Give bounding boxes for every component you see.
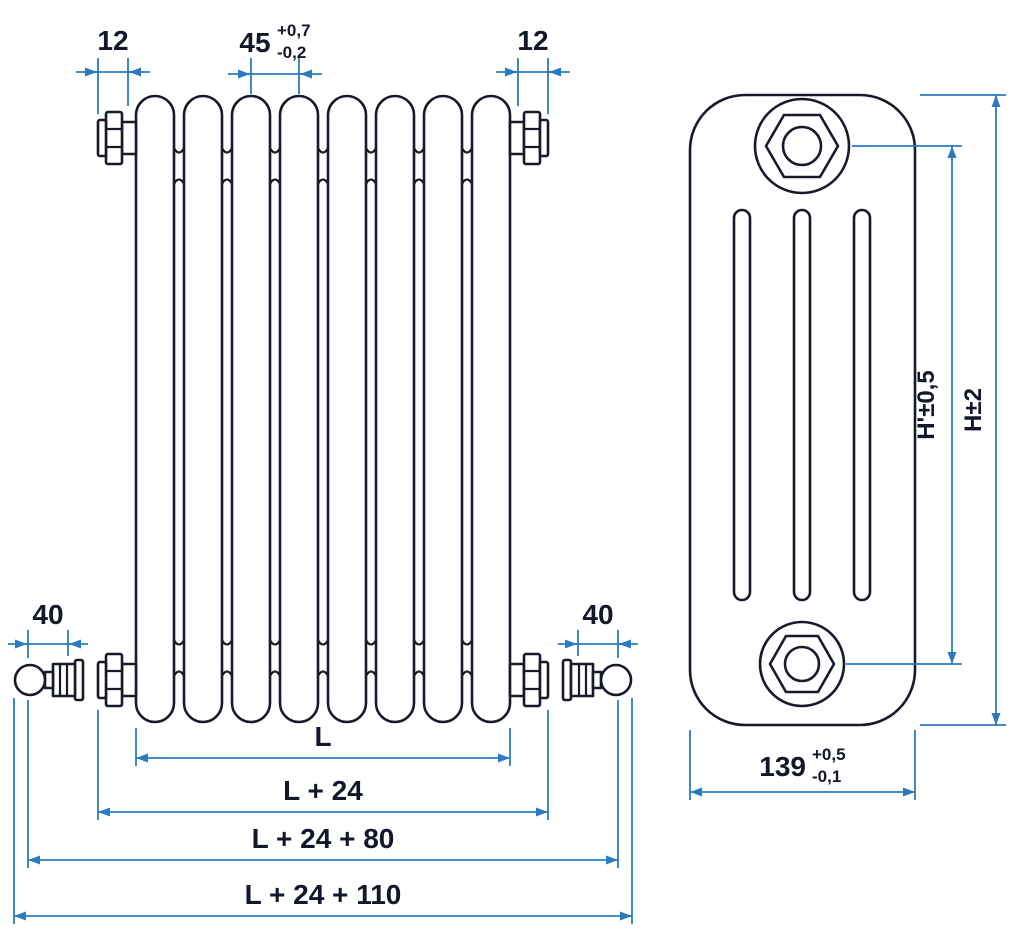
- bushing-hex: [104, 652, 124, 708]
- valve-body: [51, 662, 77, 698]
- dim-depth: 139 +0,5 -0,1: [689, 730, 916, 800]
- side-view: H'±0,5 H±2 139 +0,5 -0,1: [688, 93, 1006, 800]
- side-top-plug: [753, 97, 851, 195]
- radiator-column: [230, 94, 272, 724]
- dim-plug-right: 12: [496, 25, 570, 114]
- dim-label: 40: [582, 599, 613, 630]
- plug-neck: [120, 120, 138, 156]
- bushing-neck: [120, 662, 138, 698]
- radiator-column: [422, 94, 464, 724]
- extension-lines: [97, 710, 549, 820]
- top-plug-right: [508, 110, 550, 166]
- dim-label: H±2: [960, 388, 987, 432]
- valve-right: [561, 658, 633, 702]
- extension-lines: [13, 698, 633, 924]
- dim-length: L: [135, 721, 511, 766]
- dim-label: 139: [759, 751, 806, 782]
- bushing-cap: [538, 660, 550, 700]
- dim-length-plugs: L + 24: [97, 710, 549, 820]
- dim-tolerance-plus: +0,7: [277, 21, 311, 40]
- bushing-hex: [522, 652, 542, 708]
- dim-label: L + 24: [283, 775, 363, 806]
- side-slot: [732, 208, 752, 602]
- radiator-column: [326, 94, 368, 724]
- plug-bore: [783, 645, 821, 683]
- extension-lines: [846, 145, 962, 665]
- dim-length-total: L + 24 + 110: [13, 698, 633, 924]
- valve-body-facets: [58, 662, 69, 698]
- radiator-column: [470, 94, 512, 724]
- bushing-hex-facets: [104, 669, 124, 691]
- dim-valve-right: 40: [558, 599, 638, 658]
- plug-hex: [104, 110, 124, 166]
- side-slot: [852, 208, 872, 602]
- bottom-bushing-left: [96, 652, 138, 708]
- top-plug-left: [96, 110, 138, 166]
- front-view: 12 45 +0,7 -0,2 12 40: [8, 21, 638, 924]
- dim-label: 12: [97, 25, 128, 56]
- valve-body-facets: [577, 662, 588, 698]
- dim-plug-left: 12: [76, 25, 150, 114]
- plug-hex: [522, 110, 542, 166]
- dim-label: 40: [32, 599, 63, 630]
- dim-label: L: [314, 721, 331, 752]
- dim-section-pitch: 45 +0,7 -0,2: [228, 21, 322, 94]
- radiator-column: [182, 94, 224, 724]
- valve-ball: [13, 663, 47, 697]
- plug-cap: [538, 118, 550, 158]
- extension-lines: [27, 700, 619, 868]
- valve-body: [569, 662, 595, 698]
- bushing-hex-facets: [522, 669, 542, 691]
- dim-label: L + 24 + 80: [252, 823, 395, 854]
- extension-lines: [517, 58, 549, 114]
- dim-height-overall: H±2: [920, 94, 1006, 726]
- dim-label: 12: [517, 25, 548, 56]
- dim-tolerance-plus: +0,5: [812, 745, 846, 764]
- bottom-bushing-right: [508, 652, 550, 708]
- dim-label: L + 24 + 110: [245, 879, 402, 910]
- valve-ball: [599, 663, 633, 697]
- side-slot: [792, 208, 812, 602]
- column-bottom-joints: [172, 638, 474, 678]
- radiator-column: [278, 94, 320, 724]
- radiator-column: [374, 94, 416, 724]
- plug-hex-facets: [522, 127, 542, 149]
- valve-left: [13, 658, 85, 702]
- plug-cap: [96, 118, 108, 158]
- radiator-column: [134, 94, 176, 724]
- extension-lines: [250, 58, 300, 94]
- plug-neck: [508, 120, 526, 156]
- bushing-cap: [96, 660, 108, 700]
- radiator-columns: [134, 94, 512, 724]
- dim-label: 45: [239, 27, 270, 58]
- dim-tolerance-minus: -0,1: [812, 767, 841, 786]
- column-top-joints: [172, 146, 474, 186]
- extension-lines: [97, 58, 129, 114]
- dim-valve-left: 40: [8, 599, 88, 658]
- plug-hex-facets: [104, 127, 124, 149]
- dim-height-centers: H'±0,5: [846, 145, 962, 665]
- side-bottom-plug: [758, 620, 846, 708]
- dim-length-valves: L + 24 + 80: [27, 700, 619, 868]
- dim-label: H'±0,5: [913, 370, 940, 440]
- plug-bore: [781, 125, 823, 167]
- bushing-neck: [508, 662, 526, 698]
- dim-tolerance-minus: -0,2: [277, 43, 306, 62]
